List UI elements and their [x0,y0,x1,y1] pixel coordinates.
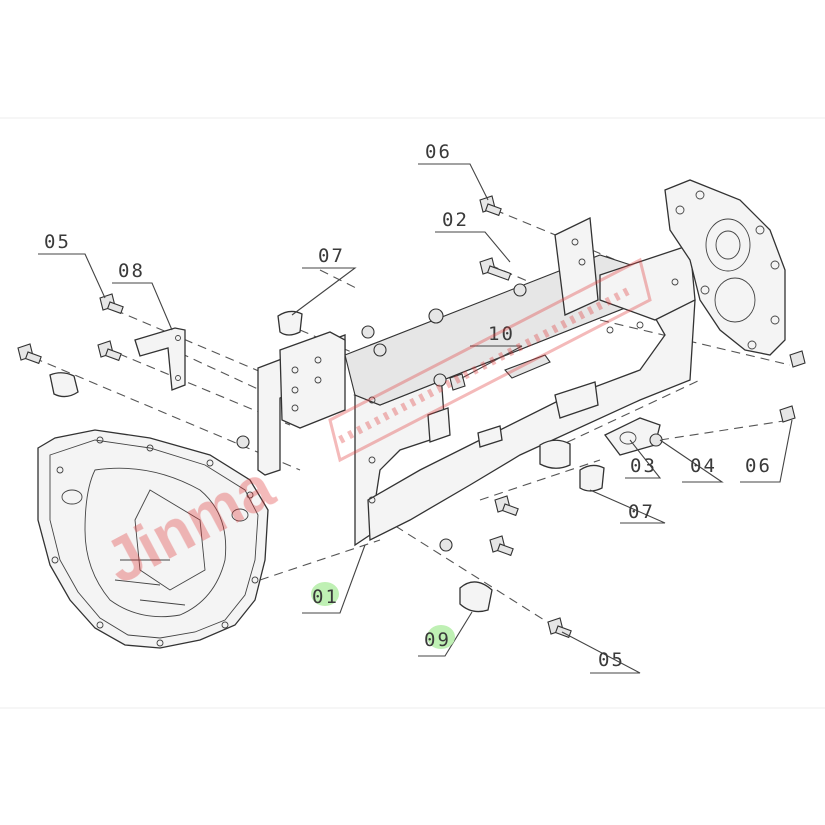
part-label-07-top: 07 [318,245,345,267]
watermark-stamp [328,257,652,463]
part-label-05-bottom: 05 [598,649,625,671]
clutch-housing [37,429,269,649]
part-label-06-top: 06 [425,141,452,163]
part-label-09: 09 [424,629,451,651]
part-label-07-right: 07 [628,501,655,523]
fasteners-and-small-parts [17,195,806,639]
part-label-04: 04 [690,455,717,477]
part-label-03: 03 [630,455,657,477]
part-label-06-right: 06 [745,455,772,477]
part-label-02: 02 [442,209,469,231]
part-label-08: 08 [118,260,145,282]
highlight-09 [427,625,455,649]
part-label-01: 01 [312,586,339,608]
highlight-01 [311,582,339,606]
watermark-stripes [338,286,632,444]
leader-lines [38,163,793,674]
part-label-05-top: 05 [44,231,71,253]
part-label-10: 10 [488,323,515,345]
rear-housing [664,179,786,356]
